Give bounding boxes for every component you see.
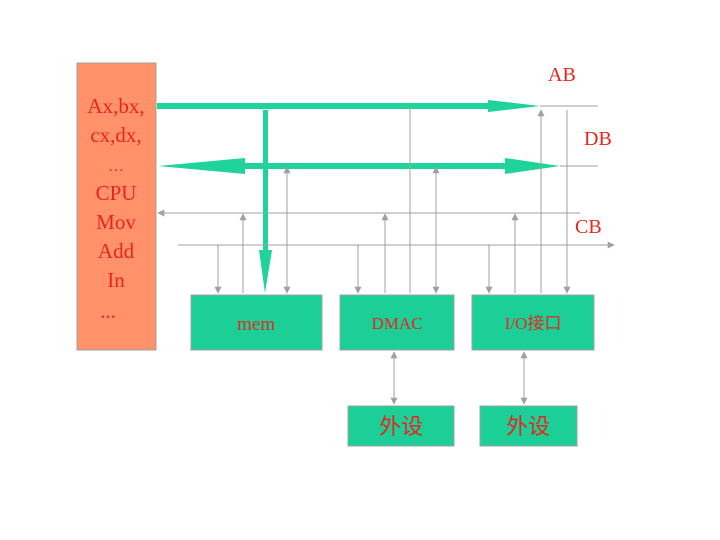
peripheral-block-1 [347,405,455,447]
cpu-line-3: CPU [96,181,137,205]
dmac-label: DMAC [371,314,422,333]
address-bus-branch-to-mem [259,110,272,293]
cpu-line-7: ... [100,299,116,323]
cpu-line-4: Mov [96,210,136,234]
cpu-register-list: Ax,bx, cx,dx, … CPU MovAddIn... [87,94,144,323]
data-bus-arrow [158,158,560,174]
address-bus-arrow [157,100,540,112]
cpu-line-5: Add [98,239,135,263]
ab-label: AB [548,64,576,86]
peripheral-label-1: 外设 [379,414,423,439]
cpu-line-2: … [108,158,124,175]
io-interface-label: I/O接口 [505,314,562,333]
dmac-block [339,294,455,351]
mem-block [190,294,323,351]
cpu-block [76,62,157,351]
io-interface-block [471,294,595,351]
cb-label: CB [575,216,602,238]
peripheral-label-2: 外设 [506,414,550,439]
cpu-line-6: In [107,268,125,292]
mem-label: mem [237,314,275,335]
db-label: DB [584,128,612,150]
peripheral-block-2 [479,405,578,447]
cpu-line-1: cx,dx, [90,123,141,147]
cpu-line-0: Ax,bx, [87,94,144,118]
